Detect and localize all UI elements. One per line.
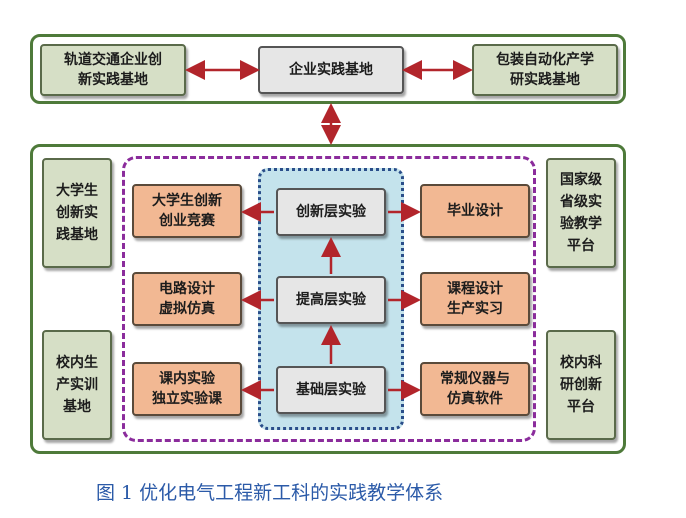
experiment-system-region [122, 156, 536, 442]
campus-research-platform: 校内科 研创新 平台 [546, 330, 616, 440]
packaging-automation-base: 包装自动化产学 研实践基地 [472, 44, 618, 96]
course-experiment-box: 课内实验 独立实验课 [132, 362, 242, 416]
improvement-level-experiment: 提高层实验 [276, 276, 386, 324]
rail-transit-innovation-base: 轨道交通企业创 新实践基地 [40, 44, 186, 96]
student-competition-box: 大学生创新 创业竞赛 [132, 184, 242, 238]
national-teaching-platform: 国家级 省级实 验教学 平台 [546, 158, 616, 268]
student-innovation-base: 大学生 创新实 践基地 [42, 158, 112, 268]
innovation-level-experiment: 创新层实验 [276, 188, 386, 236]
circuit-simulation-box: 电路设计 虚拟仿真 [132, 272, 242, 326]
course-design-internship-box: 课程设计 生产实习 [420, 272, 530, 326]
enterprise-practice-base: 企业实践基地 [258, 46, 404, 94]
graduation-design-box: 毕业设计 [420, 184, 530, 238]
figure-caption: 图 1 优化电气工程新工科的实践教学体系 [96, 482, 444, 504]
basic-level-experiment: 基础层实验 [276, 366, 386, 414]
campus-training-base: 校内生 产实训 基地 [42, 330, 112, 440]
instruments-software-box: 常规仪器与 仿真软件 [420, 362, 530, 416]
